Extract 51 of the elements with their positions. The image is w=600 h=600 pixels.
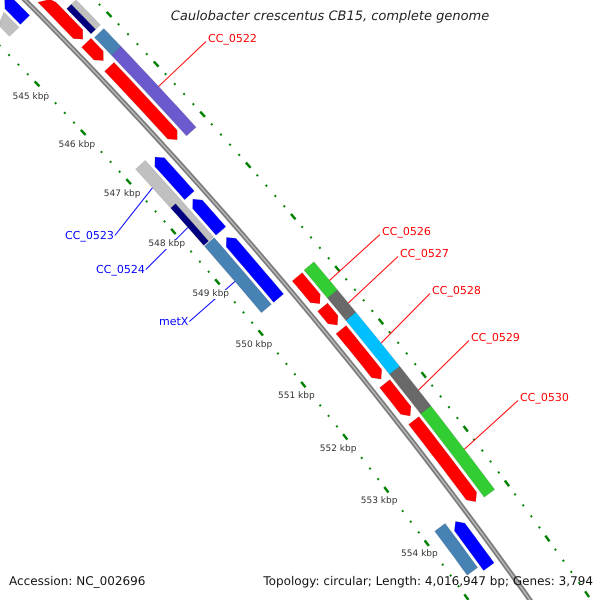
gene-label: metX xyxy=(159,316,188,327)
gene-feature xyxy=(0,12,20,37)
gene-feature xyxy=(304,261,338,299)
gene-label: CC_0524 xyxy=(96,264,145,275)
gene-feature xyxy=(111,46,197,136)
gene-feature xyxy=(37,0,84,40)
gene-feature xyxy=(408,416,478,502)
scale-label: 554 kbp xyxy=(400,550,439,560)
leader-line xyxy=(464,400,518,450)
leader-line xyxy=(114,187,153,236)
gene-feature xyxy=(81,38,104,61)
gene-feature xyxy=(104,62,178,140)
scale-label: 550 kbp xyxy=(234,340,274,350)
gene-feature xyxy=(336,325,382,380)
gene-feature xyxy=(154,156,195,200)
gene-feature xyxy=(317,302,338,326)
scale-label: 547 kbp xyxy=(102,190,142,200)
gene-feature xyxy=(4,0,30,25)
gene-label: CC_0530 xyxy=(520,392,569,403)
gene-feature xyxy=(70,0,101,30)
gene-label: CC_0528 xyxy=(432,285,481,296)
accession-text: Accession: NC_002696 xyxy=(8,574,146,588)
gene-label: CC_0522 xyxy=(208,33,257,44)
gene-feature xyxy=(94,28,122,56)
gene-label: CC_0527 xyxy=(400,248,449,259)
gene-feature xyxy=(345,312,400,375)
scale-label: 552 kbp xyxy=(318,444,358,454)
leader-line xyxy=(348,256,398,304)
gene-feature xyxy=(454,521,495,572)
map-title: Caulobacter crescentus CB15, complete genome xyxy=(170,10,490,23)
leader-line xyxy=(418,340,470,391)
scale-label: 548 kbp xyxy=(147,240,186,249)
gene-feature xyxy=(66,4,96,34)
gene-feature xyxy=(170,203,210,246)
gene-feature xyxy=(327,289,356,321)
gene-feature xyxy=(192,198,226,236)
gene-label: CC_0529 xyxy=(471,332,520,343)
gene-label: CC_0523 xyxy=(65,230,114,241)
scale-label: 553 kbp xyxy=(360,497,398,506)
leader-line xyxy=(380,293,430,344)
gene-feature xyxy=(420,405,496,498)
scale-label: 551 kbp xyxy=(277,392,316,402)
gene-feature xyxy=(389,366,432,414)
scale-label: 549 kbp xyxy=(191,290,230,299)
scale-label: 545 kbp xyxy=(11,92,50,102)
leader-line xyxy=(158,41,206,87)
gene-feature xyxy=(292,272,321,304)
scale-label: 546 kbp xyxy=(57,140,96,150)
gene-feature xyxy=(379,379,412,416)
gene-label: CC_0526 xyxy=(382,226,431,237)
leader-line xyxy=(329,234,380,281)
